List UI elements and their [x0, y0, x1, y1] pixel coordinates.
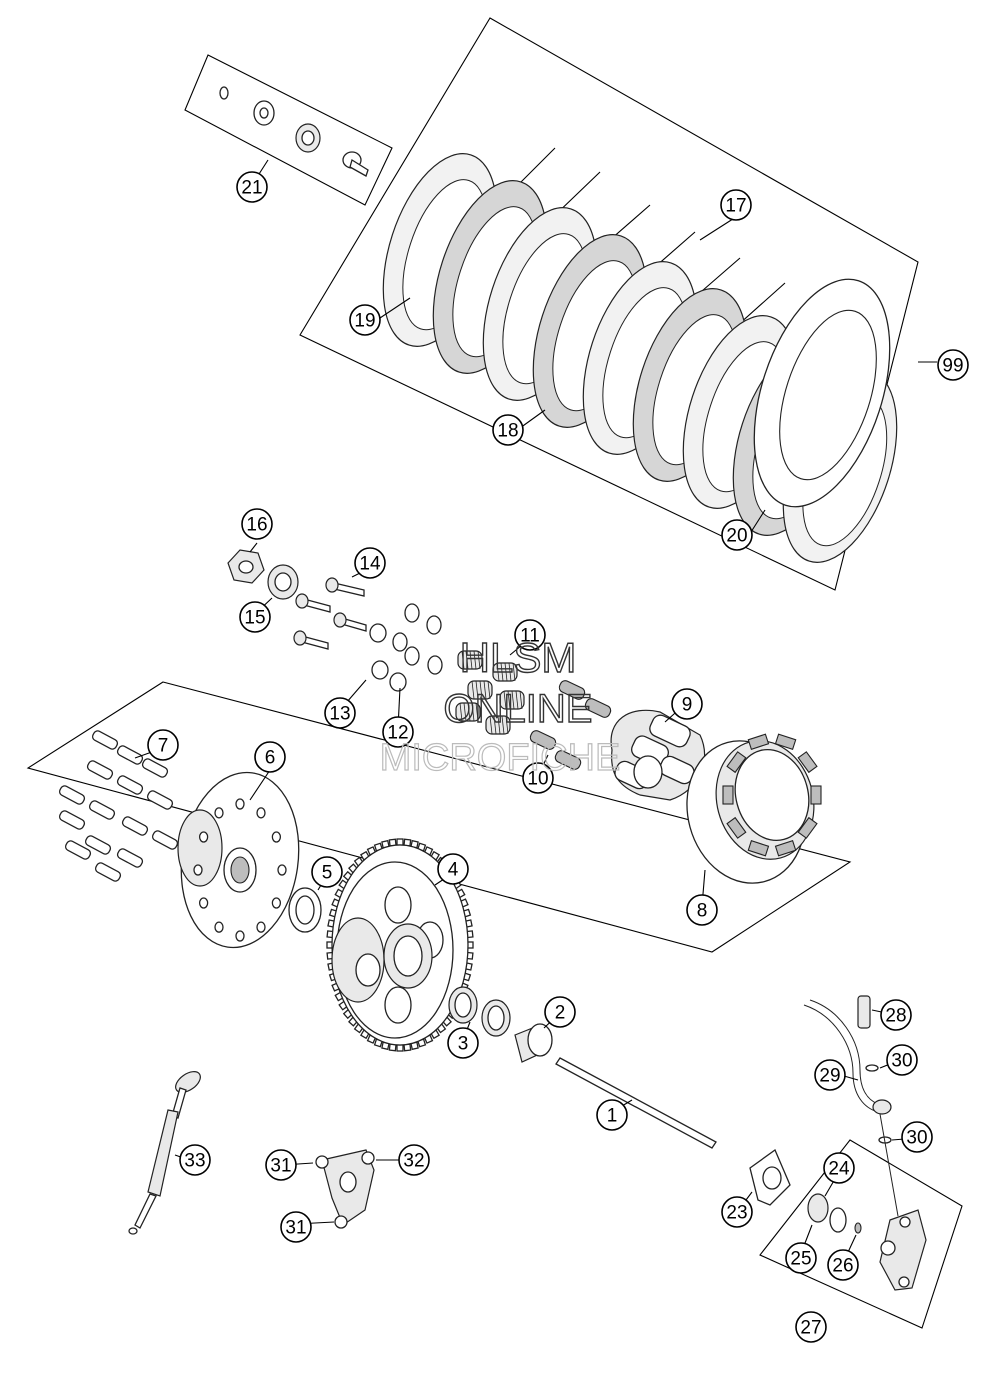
callout-label: 3 — [458, 1034, 469, 1055]
watermark-line2: ONLINE — [444, 687, 593, 731]
callout-label: 6 — [265, 748, 276, 769]
callout-label: 18 — [497, 421, 518, 442]
callout-1: 1 — [596, 1099, 628, 1131]
frame-99-clutch-plate-set — [299, 17, 919, 591]
callout-33: 33 — [179, 1144, 211, 1176]
callout-label: 4 — [448, 860, 459, 881]
callout-label: 14 — [359, 554, 381, 575]
callout-11: 11 — [514, 619, 546, 651]
callout-label: 23 — [726, 1203, 747, 1224]
callout-label: 17 — [725, 196, 746, 217]
callout-label: 16 — [246, 515, 267, 536]
frame-8-9-group — [26, 681, 852, 953]
callout-7: 7 — [147, 729, 179, 761]
callout-12: 12 — [382, 716, 414, 748]
callout-label: 31 — [285, 1218, 306, 1239]
callout-label: 30 — [906, 1128, 927, 1149]
group-frames — [26, 17, 963, 1329]
callout-17: 17 — [720, 189, 752, 221]
callout-label: 24 — [828, 1159, 850, 1180]
callout-label: 15 — [244, 608, 265, 629]
part-21-parts — [219, 86, 369, 177]
callout-label: 10 — [527, 769, 548, 790]
watermark-line3: MICROFICHE — [380, 737, 621, 779]
callout-10: 10 — [522, 762, 554, 794]
watermark-line1: HLSM — [460, 634, 577, 681]
callout-label: 30 — [891, 1051, 912, 1072]
callout-16: 16 — [241, 508, 273, 540]
watermark: HLSM ONLINE MICROFICHE — [379, 633, 621, 779]
pins-7 — [58, 730, 179, 882]
callout-4: 4 — [437, 853, 469, 885]
callout-label: 32 — [403, 1151, 424, 1172]
frame-21-kit — [184, 54, 393, 206]
callout-label: 99 — [942, 356, 963, 377]
callout-8: 8 — [686, 894, 718, 926]
frame-27-slave-cylinder — [759, 1139, 963, 1329]
callout-label: 31 — [270, 1156, 291, 1177]
callout-label: 26 — [832, 1256, 853, 1277]
pressure-plate-9 — [610, 709, 706, 801]
bleed-cover-31-32 — [315, 1149, 375, 1229]
callout-label: 25 — [790, 1249, 811, 1270]
washer-5 — [288, 887, 322, 933]
callout-9: 9 — [671, 688, 703, 720]
callout-21: 21 — [236, 171, 268, 203]
callout-label: 12 — [387, 723, 408, 744]
callout-label: 2 — [555, 1003, 566, 1024]
callout-30a: 30 — [886, 1044, 918, 1076]
callout-6: 6 — [254, 741, 286, 773]
callout-99: 99 — [937, 349, 969, 381]
push-rod-1 — [555, 1057, 717, 1149]
callout-label: 20 — [726, 526, 747, 547]
callout-3: 3 — [447, 1027, 479, 1059]
callout-27: 27 — [795, 1311, 827, 1343]
callout-label: 9 — [682, 695, 693, 716]
callout-31b: 31 — [280, 1211, 312, 1243]
callout-label: 28 — [885, 1006, 906, 1027]
callout-18: 18 — [492, 414, 524, 446]
callout-label: 21 — [241, 178, 262, 199]
callout-30b: 30 — [901, 1121, 933, 1153]
callout-label: 13 — [329, 704, 350, 725]
callout-20: 20 — [721, 519, 753, 551]
outer-plate-6 — [177, 771, 300, 949]
callout-28: 28 — [880, 999, 912, 1031]
callout-25: 25 — [785, 1242, 817, 1274]
callout-19: 19 — [349, 304, 381, 336]
callout-label: 11 — [520, 626, 540, 647]
bushing-3 — [448, 986, 511, 1037]
callout-label: 19 — [354, 311, 375, 332]
callout-26: 26 — [827, 1249, 859, 1281]
callout-31a: 31 — [265, 1149, 297, 1181]
syringe-33 — [128, 1071, 201, 1235]
slave-cylinder-parts — [807, 1193, 927, 1291]
callout-2: 2 — [544, 996, 576, 1028]
thrust-piece-2 — [514, 1023, 553, 1063]
callout-label: 7 — [158, 736, 169, 757]
gasket-23 — [749, 1148, 791, 1206]
callout-label: 27 — [800, 1318, 821, 1339]
callout-label: 8 — [697, 901, 708, 922]
callout-13: 13 — [324, 697, 356, 729]
callout-14: 14 — [354, 547, 386, 579]
callout-32: 32 — [398, 1144, 430, 1176]
clutch-plate-stack — [382, 147, 898, 563]
inner-clutch-hub-8 — [686, 733, 822, 884]
callout-label: 29 — [819, 1066, 840, 1087]
callout-15: 15 — [239, 601, 271, 633]
clutch-line-28-30 — [803, 995, 899, 1217]
primary-gear-4 — [326, 838, 474, 1052]
callout-29: 29 — [814, 1059, 846, 1091]
callout-24: 24 — [823, 1152, 855, 1184]
callout-label: 33 — [184, 1151, 205, 1172]
callout-label: 5 — [322, 863, 333, 884]
spring-bolt-group — [227, 549, 612, 770]
callout-5: 5 — [311, 856, 343, 888]
callout-label: 1 — [607, 1106, 618, 1127]
callout-23: 23 — [721, 1196, 753, 1228]
